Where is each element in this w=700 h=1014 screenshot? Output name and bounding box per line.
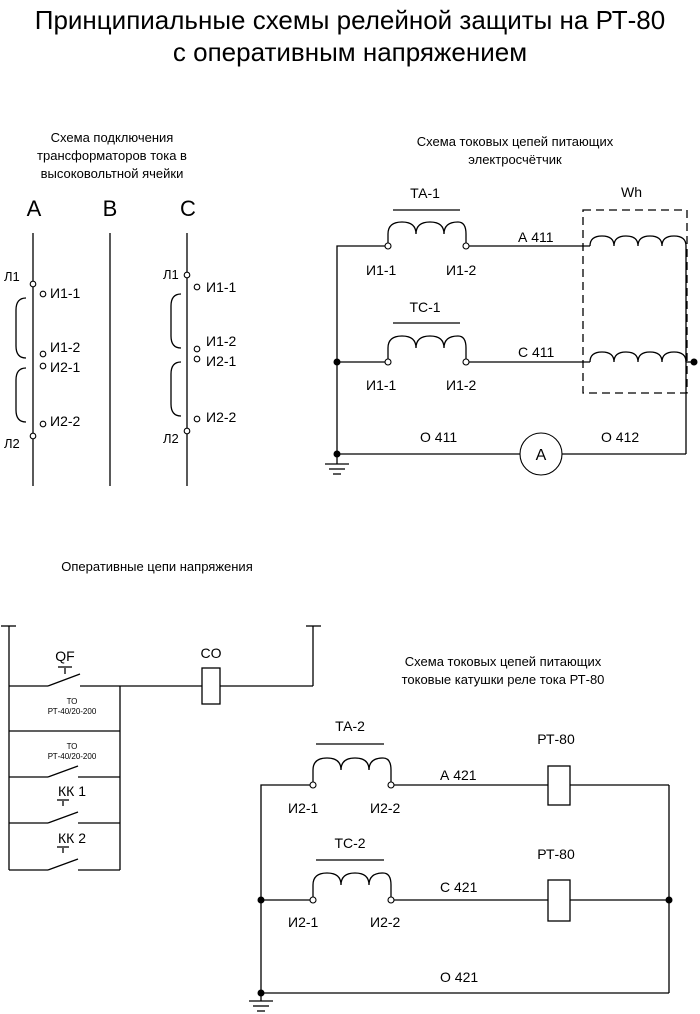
meter-wh-label: Wh xyxy=(621,184,642,200)
wire-o421-label: О 421 xyxy=(440,969,478,985)
ta1-term-1-label: И1-1 xyxy=(366,262,397,278)
relay-caption-line-1: Схема токовых цепей питающих xyxy=(405,654,602,669)
phase-c-i22-label: И2-2 xyxy=(206,409,237,425)
kk2-label: КК 2 xyxy=(58,830,86,846)
phase-b-label: B xyxy=(103,196,118,221)
wire-c411-label: С 411 xyxy=(518,344,555,360)
ta2-term-1-label: И2-1 xyxy=(288,800,319,816)
wire-o412-label: О 412 xyxy=(601,429,639,445)
ta1-term-2-label: И1-2 xyxy=(446,262,477,278)
operative-caption: Оперативные цепи напряжения xyxy=(61,559,252,574)
phase-a-label: A xyxy=(27,196,42,221)
phase-a-i21-label: И2-1 xyxy=(50,359,81,375)
ct-caption-line-1: Схема подключения xyxy=(51,130,174,145)
ta2-label: ТА-2 xyxy=(335,718,365,734)
co-label: CO xyxy=(201,645,222,661)
to2-label: ТО xyxy=(67,742,78,751)
relay-wiring xyxy=(249,757,673,1012)
phase-c-i12-label: И1-2 xyxy=(206,333,237,349)
wire-a421-label: А 421 xyxy=(440,767,477,783)
operative-wiring xyxy=(1,625,321,871)
kk1-label: КК 1 xyxy=(58,783,86,799)
phase-a-l1-label: Л1 xyxy=(4,269,20,284)
ct-caption-line-3: высоковольтной ячейки xyxy=(41,166,184,181)
relay2-label: РТ-80 xyxy=(537,846,575,862)
title-line-2: с оперативным напряжением xyxy=(172,37,528,67)
phase-c-l1-label: Л1 xyxy=(163,267,179,282)
to1-label: ТО xyxy=(67,697,78,706)
ct-caption-line-2: трансформаторов тока в xyxy=(37,148,187,163)
wire-o411-label: О 411 xyxy=(420,429,457,445)
phase-c-busbar xyxy=(170,233,201,486)
tc1-label: ТС-1 xyxy=(409,299,440,315)
phase-a-i22-label: И2-2 xyxy=(50,413,81,429)
phase-c-l2-label: Л2 xyxy=(163,431,179,446)
operative-circuit-diagram: Оперативные цепи напряжения xyxy=(1,559,321,871)
qf-label: QF xyxy=(55,648,74,664)
ammeter-symbol: A xyxy=(536,447,547,464)
phase-a-i12-label: И1-2 xyxy=(50,339,81,355)
meter-caption-line-2: электросчётчик xyxy=(468,152,562,167)
tc2-term-2-label: И2-2 xyxy=(370,914,401,930)
meter-wiring xyxy=(325,209,698,476)
phase-c-i21-label: И2-1 xyxy=(206,353,237,369)
page-title: Принципиальные схемы релейной защиты на … xyxy=(0,4,700,68)
relay-circuit-diagram: Схема токовых цепей питающих токовые кат… xyxy=(249,654,673,1012)
wire-c421-label: С 421 xyxy=(440,879,478,895)
tc2-term-1-label: И2-1 xyxy=(288,914,319,930)
phase-a-busbar xyxy=(15,233,47,486)
tc1-term-1-label: И1-1 xyxy=(366,377,397,393)
phase-c-label: C xyxy=(180,196,196,221)
relay1-label: РТ-80 xyxy=(537,731,575,747)
ct-connection-diagram: Схема подключения трансформаторов тока в… xyxy=(4,130,237,486)
ta1-label: ТА-1 xyxy=(410,185,440,201)
meter-caption-line-1: Схема токовых цепей питающих xyxy=(417,134,614,149)
phase-a-l2-label: Л2 xyxy=(4,436,20,451)
phase-c-i11-label: И1-1 xyxy=(206,279,237,295)
tc1-term-2-label: И1-2 xyxy=(446,377,477,393)
to2-relay-model: РТ-40/20-200 xyxy=(48,752,97,761)
phase-a-i11-label: И1-1 xyxy=(50,285,81,301)
to1-relay-model: РТ-40/20-200 xyxy=(48,707,97,716)
meter-circuit-diagram: Схема токовых цепей питающих электросчёт… xyxy=(325,134,698,476)
wire-a411-label: А 411 xyxy=(518,229,554,245)
tc2-label: ТС-2 xyxy=(334,835,365,851)
title-line-1: Принципиальные схемы релейной защиты на … xyxy=(34,5,666,35)
ta2-term-2-label: И2-2 xyxy=(370,800,401,816)
relay-caption-line-2: токовые катушки реле тока РТ-80 xyxy=(402,672,605,687)
